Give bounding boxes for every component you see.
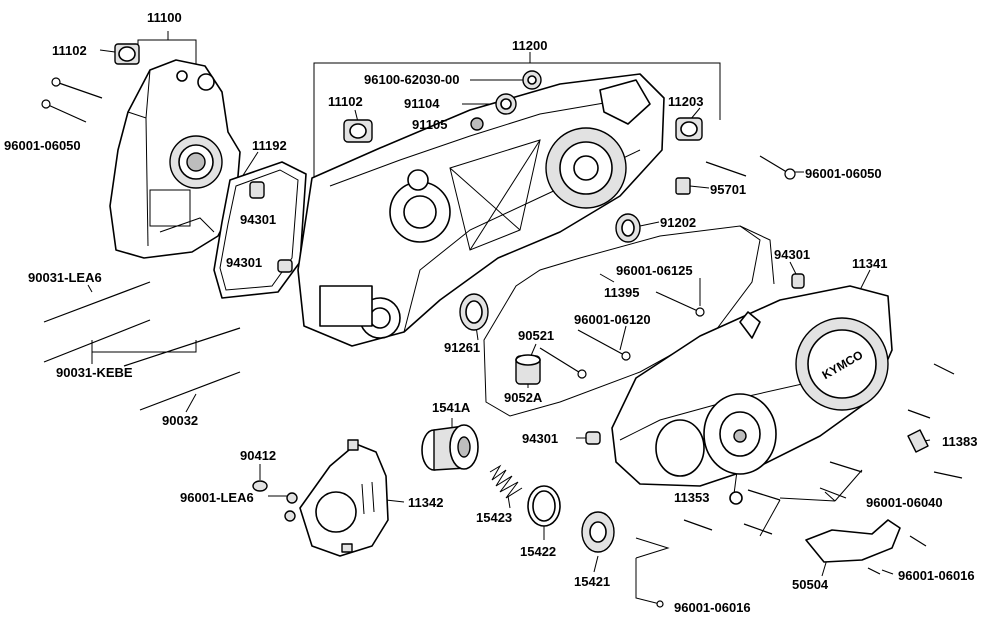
label-11200: 11200 [512, 38, 547, 53]
label-15421: 15421 [574, 574, 610, 589]
label-91261: 91261 [444, 340, 480, 355]
label-11353: 11353 [674, 490, 709, 505]
label-96001-06050-right: 96001-06050 [805, 166, 882, 181]
label-11395: 11395 [604, 285, 639, 300]
label-11192: 11192 [252, 138, 287, 153]
label-91104: 91104 [404, 96, 440, 111]
label-90031-LEA6: 90031-LEA6 [28, 270, 102, 285]
label-91202: 91202 [660, 215, 696, 230]
oil-seal-91261 [459, 293, 489, 331]
label-94301-d: 94301 [522, 431, 558, 446]
label-96001-06120: 96001-06120 [574, 312, 651, 327]
bushings-11102-11203 [343, 117, 703, 143]
label-15423: 15423 [476, 510, 512, 525]
right-crankcase-11200 [297, 73, 665, 347]
cover-11342 [284, 439, 389, 557]
label-11342: 11342 [408, 495, 443, 510]
oil-seal-91202 [615, 213, 641, 243]
label-96100-62030-00: 96100-62030-00 [364, 72, 459, 87]
o-ring-15422 [527, 485, 561, 527]
bushing-11102-left [114, 43, 140, 65]
label-90032: 90032 [162, 413, 198, 428]
bolt-96001-06125 [655, 291, 705, 317]
label-11341: 11341 [852, 256, 887, 271]
label-11203: 11203 [668, 94, 703, 109]
seat-15421 [581, 511, 664, 608]
label-91105: 91105 [412, 117, 447, 132]
clip-11383 [907, 429, 929, 453]
label-11102-right: 11102 [328, 94, 363, 109]
bolts-cover-right [683, 363, 963, 535]
cap-11353 [729, 491, 743, 505]
bearings-upper [470, 70, 542, 131]
bolts-96001-06050-left [41, 77, 103, 123]
parts-90521-9052A [515, 354, 541, 385]
label-96001-LEA6: 96001-LEA6 [180, 490, 254, 505]
label-94301-a: 94301 [240, 212, 276, 227]
label-96001-06040: 96001-06040 [866, 495, 943, 510]
studs-long [43, 281, 241, 411]
label-96001-06016-right: 96001-06016 [898, 568, 975, 583]
gasket-11395 [483, 225, 775, 417]
label-96001-06016-bottom: 96001-06016 [674, 600, 751, 615]
left-crankcase-11100 [109, 59, 241, 259]
bolts-96001-06120 [539, 329, 631, 379]
label-11383: 11383 [942, 434, 977, 449]
bolts-96001-06050-right [675, 155, 796, 195]
assembly-1541A [421, 424, 479, 471]
label-90031-KEBE: 90031-KEBE [56, 365, 133, 380]
label-94301-b: 94301 [226, 255, 262, 270]
bracket-50504 [805, 519, 927, 575]
transmission-cover-11341: KYMCO [611, 285, 893, 487]
washer-90412 [252, 480, 268, 492]
label-11100: 11100 [147, 10, 182, 25]
label-90521: 90521 [518, 328, 554, 343]
label-9052A: 9052A [504, 390, 543, 405]
label-96001-06050-left: 96001-06050 [4, 138, 81, 153]
label-90412: 90412 [240, 448, 276, 463]
label-96001-06125: 96001-06125 [616, 263, 693, 278]
spring-15423 [489, 464, 523, 499]
label-11102-left: 11102 [52, 43, 87, 58]
dowels-94301-left [249, 181, 293, 273]
label-95701: 95701 [710, 182, 746, 197]
label-1541A: 1541A [432, 400, 471, 415]
dowel-94301-right [585, 273, 805, 445]
label-50504: 50504 [792, 577, 829, 592]
label-15422: 15422 [520, 544, 556, 559]
label-94301-c: 94301 [774, 247, 810, 262]
part-labels: 11100 11102 96001-06050 11192 94301 9430… [4, 10, 977, 615]
